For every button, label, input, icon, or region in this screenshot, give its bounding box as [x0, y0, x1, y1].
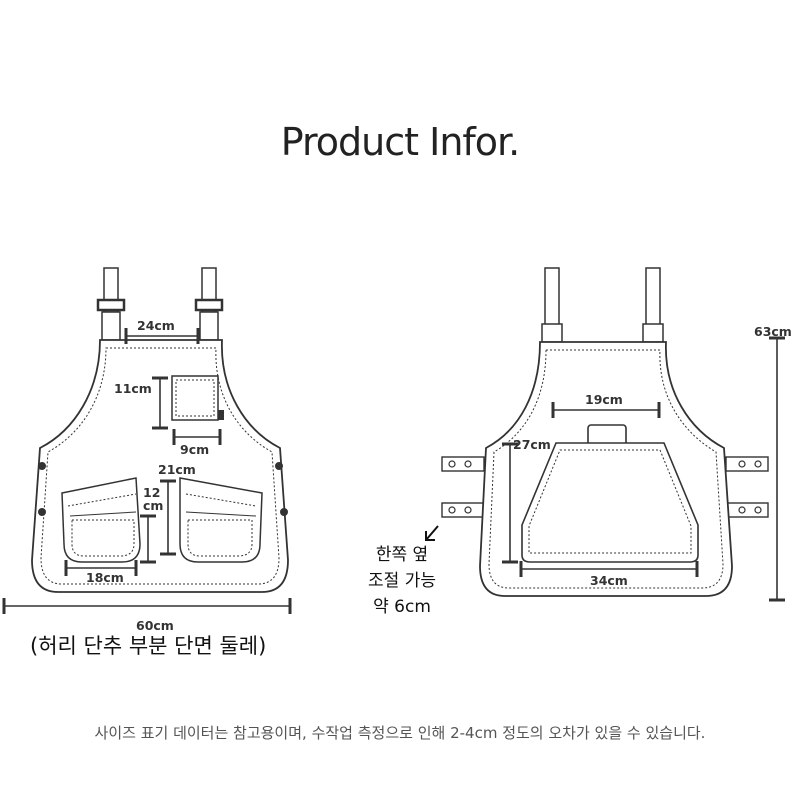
- front-strap-width-label: 24cm: [137, 318, 175, 333]
- page-title: Product Infor.: [280, 120, 521, 164]
- back-dimensions: [502, 336, 785, 602]
- front-chest-pocket-height-label: 11cm: [114, 381, 152, 396]
- side-note-line-2: 조절 가능: [368, 571, 436, 591]
- back-total-height-label: 63cm: [754, 324, 792, 339]
- front-caption: (허리 단추 부분 단면 둘레): [30, 634, 267, 658]
- side-note-line-1: 한쪽 옆: [375, 545, 429, 565]
- back-pocket-bottom-width-label: 34cm: [590, 573, 628, 588]
- front-waist-pocket-width-label: 18cm: [86, 570, 124, 585]
- back-apron: [441, 267, 769, 597]
- side-note-line-3: 약 6cm: [373, 597, 431, 617]
- back-left-strap: [544, 267, 560, 329]
- front-waist-pocket-height-unit: cm: [143, 498, 163, 513]
- arrow-icon: [425, 525, 439, 541]
- back-large-pocket: [521, 442, 699, 563]
- front-dimensions: [2, 328, 292, 614]
- front-total-width-label: 60cm: [136, 618, 174, 633]
- side-adjust-note: 한쪽 옆 조절 가능 약 6cm: [352, 542, 452, 620]
- front-left-buckle: [96, 298, 126, 312]
- back-right-tabs: [725, 456, 769, 518]
- front-waist-pocket-top-label: 21cm: [158, 462, 196, 477]
- back-pocket-top-width-label: 19cm: [585, 392, 623, 407]
- front-chest-pocket: [171, 375, 219, 421]
- front-right-buckle: [194, 298, 224, 312]
- front-apron: [31, 267, 289, 593]
- size-disclaimer: 사이즈 표기 데이터는 참고용이며, 수작업 측정으로 인해 2-4cm 정도의…: [94, 724, 706, 742]
- front-waist-pocket-height-label: 12: [143, 485, 160, 500]
- back-left-tabs: [441, 456, 485, 518]
- back-pocket-handle: [587, 424, 627, 446]
- back-pocket-height-label: 27cm: [513, 437, 551, 452]
- back-right-strap: [645, 267, 661, 329]
- front-chest-pocket-width-label: 9cm: [180, 442, 209, 457]
